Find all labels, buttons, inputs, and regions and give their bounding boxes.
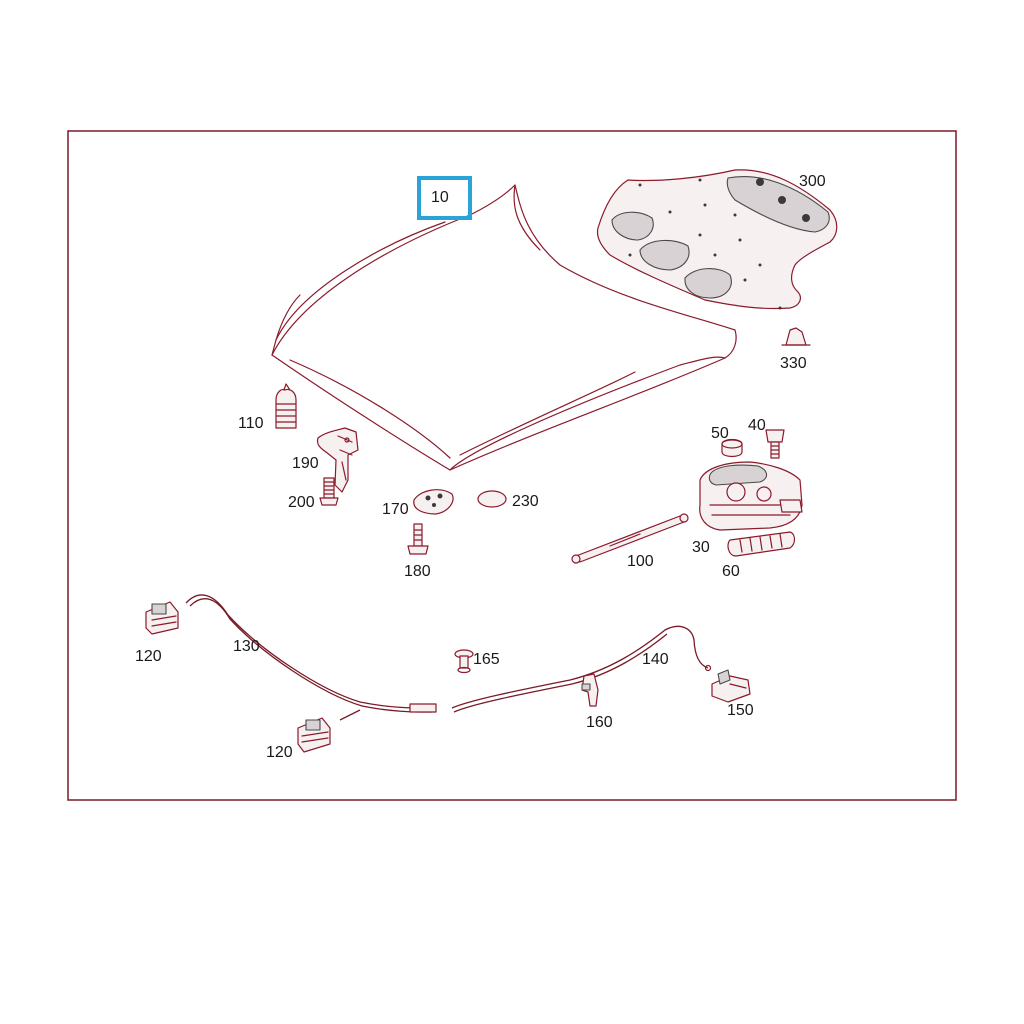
label-10[interactable]: 10 [431,189,449,206]
diagram-frame [67,130,957,801]
label-300[interactable]: 300 [799,173,826,190]
lever-160-part[interactable] [581,673,599,707]
label-170[interactable]: 170 [382,501,409,518]
selected-part-highlight [417,176,472,220]
hood-lock-30-part[interactable] [699,461,803,531]
label-140[interactable]: 140 [642,651,669,668]
label-100[interactable]: 100 [627,553,654,570]
clip-330-part[interactable] [781,327,811,346]
cable-holder-120-top-part[interactable] [145,601,179,635]
label-50[interactable]: 50 [711,425,729,442]
retainer-170-part[interactable] [413,489,454,515]
label-120-top[interactable]: 120 [135,648,162,665]
nut-50-part[interactable] [721,438,743,458]
label-150[interactable]: 150 [727,702,754,719]
stud-180-part[interactable] [407,523,429,555]
cable-140-part[interactable] [451,625,712,713]
bumper-stop-110-part[interactable] [275,383,297,429]
label-120-bottom[interactable]: 120 [266,744,293,761]
hood-part[interactable] [271,184,737,471]
label-60[interactable]: 60 [722,563,740,580]
gas-strut-100-part[interactable] [571,513,689,564]
hinge-190-part[interactable] [316,427,359,493]
insulation-mat-part[interactable] [596,169,838,310]
rivet-165-part[interactable] [454,649,474,674]
label-110[interactable]: 110 [238,415,264,432]
release-handle-60-part[interactable] [727,531,796,557]
label-165[interactable]: 165 [473,651,500,668]
label-230[interactable]: 230 [512,493,539,510]
label-190[interactable]: 190 [292,455,319,472]
seal-230-part[interactable] [477,490,507,508]
label-30[interactable]: 30 [692,539,710,556]
bolt-200-part[interactable] [319,477,339,506]
label-40[interactable]: 40 [748,417,766,434]
release-grip-150-part[interactable] [711,669,751,703]
bolt-40-part[interactable] [765,429,785,459]
label-330[interactable]: 330 [780,355,807,372]
label-200[interactable]: 200 [288,494,315,511]
cable-130-part[interactable] [185,594,437,721]
label-160[interactable]: 160 [586,714,613,731]
label-130[interactable]: 130 [233,638,260,655]
cable-holder-120-bottom-part[interactable] [297,717,331,753]
label-180[interactable]: 180 [404,563,431,580]
